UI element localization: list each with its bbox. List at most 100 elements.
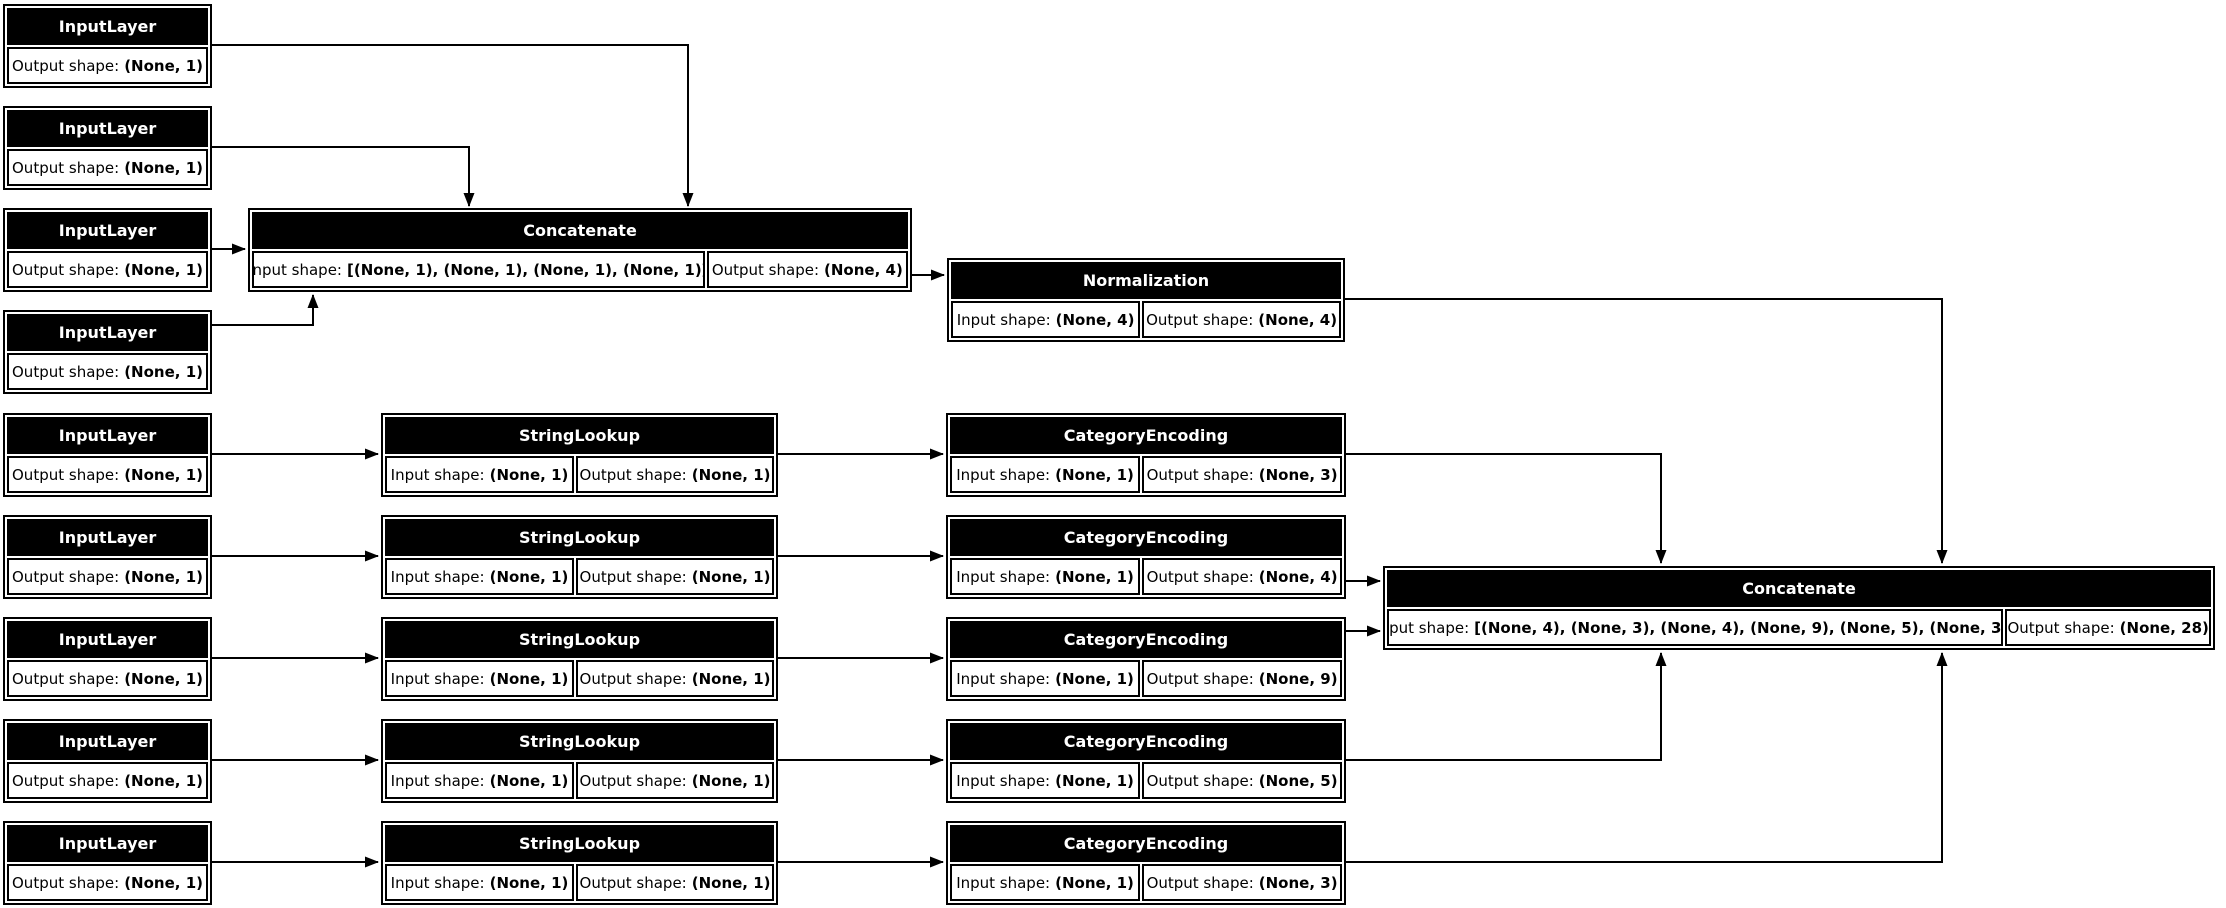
input-shape-label: Input shape: — [390, 567, 485, 586]
node-input-layer-2: InputLayer Output shape:(None, 1) — [3, 106, 212, 190]
output-shape-label: Output shape: — [12, 56, 120, 75]
output-shape-value: (None, 4) — [1258, 310, 1338, 329]
output-shape-label: Output shape: — [12, 362, 120, 381]
output-shape-cell: Output shape:(None, 1) — [7, 47, 208, 84]
output-shape-label: Output shape: — [1146, 310, 1254, 329]
input-shape-cell: Input shape:(None, 1) — [385, 864, 575, 901]
input-shape-label: Input shape: — [390, 771, 485, 790]
node-title: InputLayer — [7, 519, 208, 556]
node-body: Input shape:(None, 1) Output shape:(None… — [950, 558, 1342, 595]
node-input-layer-4: InputLayer Output shape:(None, 1) — [3, 310, 212, 394]
output-shape-label: Output shape: — [12, 669, 120, 688]
input-shape-value: (None, 1) — [1055, 873, 1134, 892]
node-title: InputLayer — [7, 314, 208, 351]
input-shape-cell: Input shape:(None, 1) — [950, 762, 1141, 799]
output-shape-cell: Output shape:(None, 5) — [1142, 762, 1342, 799]
output-shape-cell: Output shape:(None, 1) — [576, 864, 774, 901]
output-shape-label: Output shape: — [2007, 618, 2115, 637]
input-shape-value: (None, 1) — [489, 771, 569, 790]
node-title: Normalization — [951, 262, 1341, 299]
node-category-encoding-4: CategoryEncoding Input shape:(None, 1) O… — [946, 719, 1346, 803]
output-shape-cell: Output shape:(None, 3) — [1142, 864, 1342, 901]
output-shape-label: Output shape: — [1146, 873, 1254, 892]
output-shape-label: Output shape: — [579, 567, 687, 586]
output-shape-value: (None, 5) — [1258, 771, 1338, 790]
input-shape-value: (None, 1) — [489, 567, 569, 586]
node-title: StringLookup — [385, 825, 774, 862]
output-shape-label: Output shape: — [12, 465, 120, 484]
node-title: InputLayer — [7, 417, 208, 454]
node-body: Output shape:(None, 1) — [7, 660, 208, 697]
output-shape-label: Output shape: — [12, 260, 120, 279]
node-string-lookup-1: StringLookup Input shape:(None, 1) Outpu… — [381, 413, 778, 497]
edge-input-layer-1-to-concatenate-1 — [212, 44, 694, 207]
node-body: Input shape:(None, 1) Output shape:(None… — [950, 456, 1342, 493]
node-title: CategoryEncoding — [950, 417, 1342, 454]
node-body: Output shape:(None, 1) — [7, 149, 208, 186]
node-title: CategoryEncoding — [950, 723, 1342, 760]
output-shape-cell: Output shape:(None, 3) — [1142, 456, 1342, 493]
input-shape-cell: Input shape:(None, 1) — [950, 456, 1141, 493]
node-input-layer-1: InputLayer Output shape:(None, 1) — [3, 4, 212, 88]
node-body: Input shape:(None, 1) Output shape:(None… — [385, 864, 774, 901]
node-title: InputLayer — [7, 8, 208, 45]
node-title: Concatenate — [1387, 570, 2211, 607]
output-shape-cell: Output shape:(None, 28) — [2005, 609, 2211, 646]
output-shape-cell: Output shape:(None, 4) — [1142, 558, 1342, 595]
output-shape-value: (None, 1) — [691, 465, 771, 484]
input-shape-value: (None, 4) — [1055, 310, 1135, 329]
node-body: Input shape:(None, 1) Output shape:(None… — [950, 864, 1342, 901]
output-shape-cell: Output shape:(None, 1) — [7, 864, 208, 901]
output-shape-cell: Output shape:(None, 1) — [576, 660, 774, 697]
output-shape-label: Output shape: — [1146, 669, 1254, 688]
output-shape-value: (None, 1) — [124, 873, 203, 892]
input-shape-value: (None, 1) — [489, 465, 569, 484]
node-title: InputLayer — [7, 723, 208, 760]
input-shape-label: Input shape: — [956, 771, 1051, 790]
node-title: StringLookup — [385, 417, 774, 454]
input-shape-label: Input shape: — [390, 465, 485, 484]
node-body: Output shape:(None, 1) — [7, 251, 208, 288]
output-shape-cell: Output shape:(None, 9) — [1142, 660, 1342, 697]
output-shape-label: Output shape: — [1146, 567, 1254, 586]
node-body: Output shape:(None, 1) — [7, 456, 208, 493]
input-shape-value: [(None, 4), (None, 3), (None, 4), (None,… — [1474, 618, 2004, 637]
node-input-layer-8: InputLayer Output shape:(None, 1) — [3, 719, 212, 803]
output-shape-label: Output shape: — [579, 465, 687, 484]
output-shape-cell: Output shape:(None, 1) — [7, 558, 208, 595]
input-shape-value: (None, 1) — [1055, 465, 1134, 484]
node-body: Input shape:(None, 4) Output shape:(None… — [951, 301, 1341, 338]
output-shape-label: Output shape: — [579, 771, 687, 790]
input-shape-cell: Input shape:(None, 1) — [385, 558, 575, 595]
node-title: InputLayer — [7, 621, 208, 658]
node-string-lookup-4: StringLookup Input shape:(None, 1) Outpu… — [381, 719, 778, 803]
output-shape-cell: Output shape:(None, 1) — [7, 456, 208, 493]
output-shape-value: (None, 1) — [691, 567, 771, 586]
edge-category-encoding-5-to-concatenate-2 — [1346, 652, 1948, 863]
output-shape-value: (None, 4) — [1258, 567, 1338, 586]
node-body: Input shape:(None, 1) Output shape:(None… — [950, 660, 1342, 697]
input-shape-cell: Input shape:[(None, 4), (None, 3), (None… — [1387, 609, 2004, 646]
node-body: Output shape:(None, 1) — [7, 353, 208, 390]
output-shape-value: (None, 1) — [124, 260, 203, 279]
output-shape-value: (None, 1) — [124, 771, 203, 790]
node-input-layer-5: InputLayer Output shape:(None, 1) — [3, 413, 212, 497]
node-title: StringLookup — [385, 621, 774, 658]
output-shape-cell: Output shape:(None, 4) — [1142, 301, 1341, 338]
node-body: Input shape:[(None, 4), (None, 3), (None… — [1387, 609, 2211, 646]
output-shape-label: Output shape: — [579, 873, 687, 892]
node-body: Input shape:(None, 1) Output shape:(None… — [385, 660, 774, 697]
input-shape-label: Input shape: — [1389, 618, 1470, 637]
output-shape-label: Output shape: — [711, 260, 820, 279]
output-shape-label: Output shape: — [579, 669, 687, 688]
output-shape-label: Output shape: — [12, 873, 120, 892]
input-shape-cell: Input shape:(None, 1) — [950, 864, 1141, 901]
input-shape-cell: Input shape:(None, 1) — [950, 660, 1141, 697]
node-input-layer-6: InputLayer Output shape:(None, 1) — [3, 515, 212, 599]
node-input-layer-7: InputLayer Output shape:(None, 1) — [3, 617, 212, 701]
output-shape-cell: Output shape:(None, 1) — [576, 558, 774, 595]
node-string-lookup-2: StringLookup Input shape:(None, 1) Outpu… — [381, 515, 778, 599]
output-shape-value: (None, 1) — [124, 56, 203, 75]
